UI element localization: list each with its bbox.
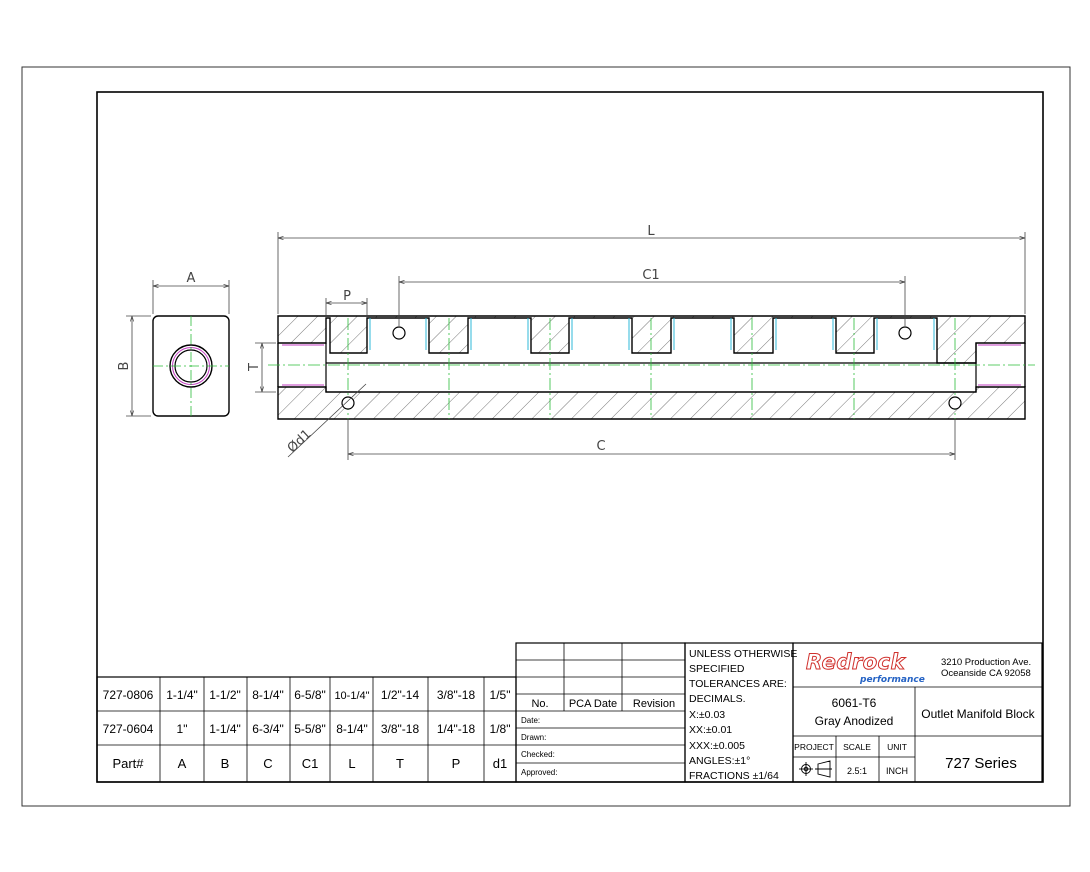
revision-block: No. PCA Date Revision Date: Drawn: Check…: [515, 642, 686, 783]
section-bottom-wall: [277, 386, 1026, 420]
tolerance-block: UNLESS OTHERWISE SPECIFIED TOLERANCES AR…: [684, 642, 797, 783]
table-cell: 6-3/4": [252, 722, 284, 736]
dim-t-label: T: [247, 363, 262, 372]
revision-header: Revision: [633, 698, 675, 710]
dim-l-label: L: [647, 224, 655, 239]
projection-symbol-icon: [799, 760, 832, 778]
revision-header: PCA Date: [569, 698, 617, 710]
tolerance-line: DECIMALS.: [689, 693, 746, 705]
project-label: PROJECT: [794, 742, 834, 752]
table-header: C: [263, 756, 272, 771]
tolerance-line: UNLESS OTHERWISE: [689, 648, 797, 660]
table-header: P: [452, 756, 461, 771]
section-view: L C1 P T C Ød1: [247, 224, 1035, 460]
table-header: B: [221, 756, 230, 771]
signoff-label: Drawn:: [521, 733, 546, 742]
title-block: Redrock performance 3210 Production Ave.…: [792, 642, 1043, 783]
table-cell: 727-0806: [103, 688, 154, 702]
table-header: A: [178, 756, 187, 771]
table-cell: 1/2"-14: [381, 688, 420, 702]
tolerance-line: TOLERANCES ARE:: [689, 678, 787, 690]
dim-a-label: A: [187, 271, 196, 286]
table-cell: 1-1/2": [209, 688, 241, 702]
dim-d1-label: Ød1: [285, 427, 315, 456]
company-address: 3210 Production Ave.: [941, 657, 1031, 668]
signoff-label: Checked:: [521, 750, 555, 759]
outer-border: [21, 66, 1071, 807]
mount-hole-right: [948, 396, 962, 410]
tolerance-line: FRACTIONS ±1/64: [689, 770, 779, 782]
table-header: d1: [493, 756, 507, 771]
unit-value: INCH: [886, 766, 908, 776]
table-cell: 1/8": [490, 722, 511, 736]
tolerance-line: SPECIFIED: [689, 663, 745, 675]
signoff-label: Date:: [521, 716, 540, 725]
material-grade: 6061-T6: [832, 696, 877, 710]
dim-b-label: B: [117, 362, 132, 371]
table-cell: 3/8"-18: [381, 722, 420, 736]
dim-p-label: P: [343, 289, 351, 304]
material-finish: Gray Anodized: [815, 714, 894, 728]
table-cell: 1/5": [490, 688, 511, 702]
dim-c1-label: C1: [642, 268, 659, 283]
section-top-wall: [277, 315, 1026, 364]
table-cell: 8-1/4": [336, 722, 368, 736]
series-label: 727 Series: [945, 755, 1017, 772]
mount-hole-left: [341, 396, 355, 410]
table-cell: 1-1/4": [209, 722, 241, 736]
table-cell: 8-1/4": [252, 688, 284, 702]
table-header: L: [348, 756, 355, 771]
signoff-label: Approved:: [521, 768, 557, 777]
scale-value: 2.5:1: [847, 766, 867, 776]
dim-d1-leader: [287, 383, 367, 458]
end-view: A B: [117, 271, 230, 417]
unit-label: UNIT: [887, 742, 907, 752]
table-header: T: [396, 756, 404, 771]
table-cell: 1/4"-18: [437, 722, 476, 736]
table-cell: 5-5/8": [294, 722, 326, 736]
table-cell: 1-1/4": [166, 688, 198, 702]
company-logo-sub: performance: [859, 675, 925, 685]
table-header: C1: [302, 756, 319, 771]
company-address: Oceanside CA 92058: [941, 668, 1031, 679]
tolerance-line: ANGLES:±1°: [689, 755, 750, 767]
table-cell: 1": [177, 722, 188, 736]
part-table: 727-0806 1-1/4" 1-1/2" 8-1/4" 6-5/8" 10-…: [96, 676, 517, 783]
tolerance-line: X:±0.03: [689, 709, 725, 721]
tolerance-line: XXX:±0.005: [689, 740, 745, 752]
table-cell: 3/8"-18: [437, 688, 476, 702]
table-cell: 10-1/4": [334, 690, 369, 702]
revision-header: No.: [531, 698, 548, 710]
drawing-title: Outlet Manifold Block: [921, 707, 1035, 721]
scale-label: SCALE: [843, 742, 871, 752]
table-header: Part#: [112, 756, 144, 771]
tolerance-line: XX:±0.01: [689, 724, 732, 736]
table-cell: 6-5/8": [294, 688, 326, 702]
company-logo: Redrock: [806, 650, 907, 674]
table-cell: 727-0604: [103, 722, 154, 736]
dim-c-label: C: [596, 439, 605, 454]
